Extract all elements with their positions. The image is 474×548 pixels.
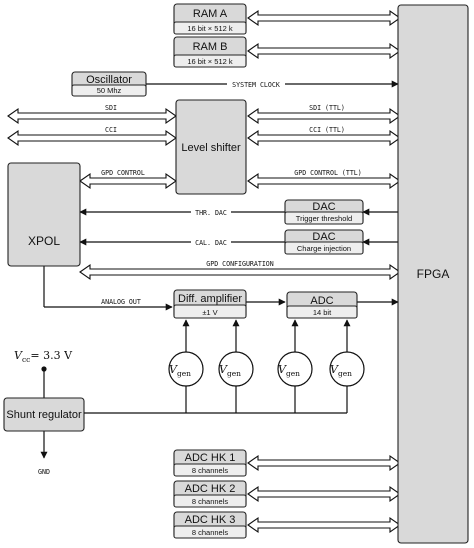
vgen-2-sub: gen — [227, 369, 241, 378]
dac-threshold-subtitle: Trigger threshold — [296, 214, 352, 223]
label-cal-dac: CAL. DAC — [195, 239, 227, 247]
vgen-1-main: V — [169, 363, 178, 376]
dac-threshold-block: DAC Trigger threshold — [284, 199, 364, 225]
dac-charge-title: DAC — [312, 231, 335, 243]
adc-title: ADC — [310, 295, 333, 307]
label-analog-out: ANALOG OUT — [101, 298, 141, 306]
vgen-source-1: Vgen — [168, 351, 204, 387]
vgen-2-main: V — [219, 363, 228, 376]
shunt-regulator-title: Shunt regulator — [6, 409, 82, 421]
bus-adc-hk1 — [247, 454, 401, 472]
gnd-label: GND — [38, 468, 50, 476]
level-shifter-block: Level shifter — [175, 99, 247, 195]
diff-amplifier-block: Diff. amplifier ±1 V — [173, 289, 247, 319]
adc-hk1-title: ADC HK 1 — [185, 452, 236, 464]
adc-hk2-subtitle: 8 channels — [192, 497, 229, 506]
adc-block: ADC 14 bit — [286, 291, 358, 319]
label-cci: CCI — [105, 126, 117, 134]
vgen-1-sub: gen — [177, 369, 191, 378]
adc-hk2-title: ADC HK 2 — [185, 483, 236, 495]
xpol-block: XPOL — [7, 162, 81, 267]
signal-labels: SYSTEM CLOCK SDI SDI (TTL) CCI CCI (TTL)… — [101, 79, 362, 306]
diff-amplifier-title: Diff. amplifier — [178, 293, 242, 305]
dac-charge-block: DAC Charge injection — [284, 229, 364, 255]
ram-a-title: RAM A — [193, 8, 228, 20]
dac-threshold-title: DAC — [312, 201, 335, 213]
label-system-clock: SYSTEM CLOCK — [232, 81, 280, 89]
bus-ram-b — [247, 42, 401, 60]
oscillator-subtitle: 50 Mhz — [97, 86, 122, 95]
vgen-source-2: Vgen — [218, 351, 254, 387]
adc-hk2-block: ADC HK 2 8 channels — [173, 480, 247, 508]
shunt-regulator-block: Shunt regulator — [3, 397, 136, 432]
vgen-source-3: Vgen — [277, 351, 313, 387]
ram-b-title: RAM B — [193, 41, 228, 53]
ram-b-block: RAM B 16 bit × 512 k — [173, 36, 247, 68]
diff-amplifier-subtitle: ±1 V — [202, 308, 217, 317]
bus-ram-a — [247, 9, 401, 27]
adc-hk3-subtitle: 8 channels — [192, 528, 229, 537]
label-sdi: SDI — [105, 104, 117, 112]
fpga-label: FPGA — [417, 267, 450, 281]
oscillator-block: Oscillator 50 Mhz — [71, 71, 147, 97]
vcc-node — [41, 366, 47, 372]
vcc-sub: cc — [22, 355, 30, 364]
adc-subtitle: 14 bit — [313, 308, 332, 317]
label-thr-dac: THR. DAC — [195, 209, 227, 217]
label-gpd-control: GPD CONTROL — [101, 169, 145, 177]
xpol-label: XPOL — [28, 234, 60, 248]
vcc-value: = 3.3 V — [30, 349, 73, 362]
vgen-4-main: V — [330, 363, 339, 376]
vgen-source-4: Vgen — [329, 351, 365, 387]
vgen-4-sub: gen — [338, 369, 352, 378]
svg-text:Vgen: Vgen — [219, 363, 241, 378]
vgen-3-main: V — [278, 363, 287, 376]
label-sdi-ttl: SDI (TTL) — [309, 104, 345, 112]
vgen-3-sub: gen — [286, 369, 300, 378]
vcc-symbol: V — [14, 349, 23, 362]
ram-b-subtitle: 16 bit × 512 k — [187, 57, 232, 66]
dac-charge-subtitle: Charge injection — [297, 244, 351, 253]
ram-a-block: RAM A 16 bit × 512 k — [173, 3, 247, 35]
bus-adc-hk3 — [247, 516, 401, 534]
adc-hk1-block: ADC HK 1 8 channels — [173, 449, 247, 477]
label-cci-ttl: CCI (TTL) — [309, 126, 345, 134]
label-gpd-control-ttl: GPD CONTROL (TTL) — [294, 169, 362, 177]
label-gpd-configuration: GPD CONFIGURATION — [206, 260, 274, 268]
adc-hk1-subtitle: 8 channels — [192, 466, 229, 475]
vcc-label: Vcc= 3.3 V — [14, 349, 73, 364]
vgen-sources: Vgen Vgen Vgen Vgen — [168, 351, 365, 387]
svg-text:Vgen: Vgen — [330, 363, 352, 378]
fpga-block: FPGA — [397, 4, 469, 544]
svg-text:Vgen: Vgen — [278, 363, 300, 378]
oscillator-title: Oscillator — [86, 74, 132, 86]
bus-cci — [7, 129, 177, 147]
adc-hk3-title: ADC HK 3 — [185, 514, 236, 526]
adc-hk3-block: ADC HK 3 8 channels — [173, 511, 247, 539]
level-shifter-title: Level shifter — [181, 142, 241, 154]
bus-sdi — [7, 107, 177, 125]
ram-a-subtitle: 16 bit × 512 k — [187, 24, 232, 33]
bus-adc-hk2 — [247, 485, 401, 503]
svg-text:Vgen: Vgen — [169, 363, 191, 378]
